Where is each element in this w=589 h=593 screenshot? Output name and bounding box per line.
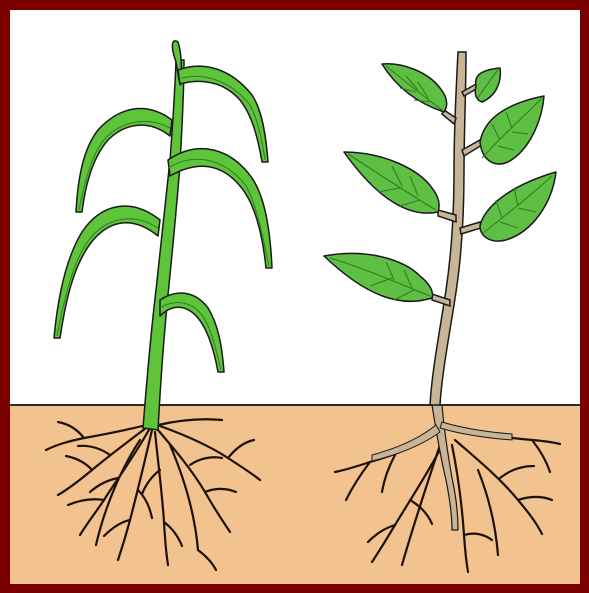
illustration-canvas xyxy=(10,10,580,584)
plant-root-comparison-scene xyxy=(10,10,580,584)
